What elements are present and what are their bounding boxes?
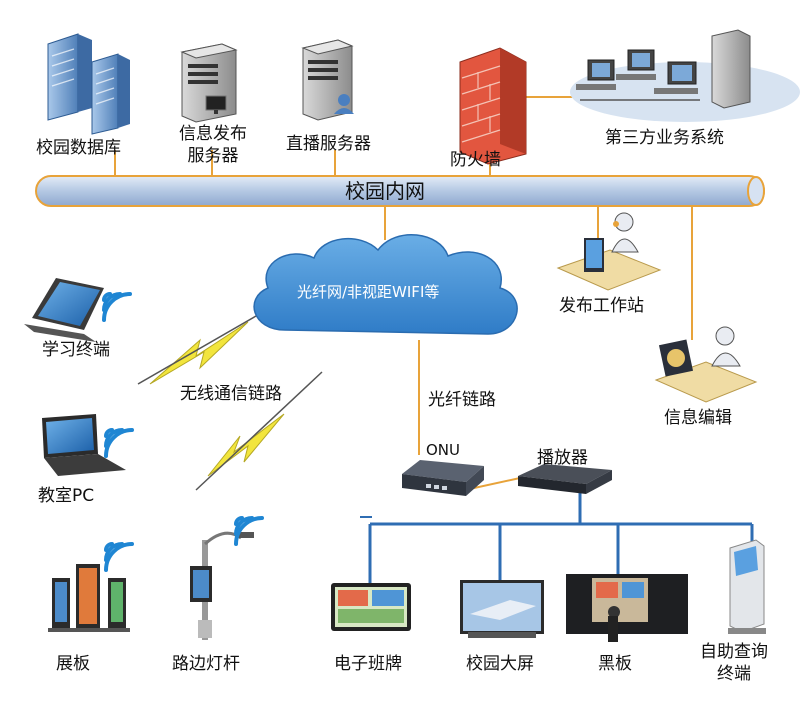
third-party-pc-1 — [576, 59, 616, 90]
label-wireless-link: 无线通信链路 — [180, 384, 282, 404]
label-player: 播放器 — [537, 448, 588, 468]
kiosk-icon — [728, 539, 766, 634]
campus-backbone — [35, 175, 765, 207]
label-campus-screen: 校园大屏 — [466, 654, 534, 674]
street-light-pole-icon — [190, 531, 254, 640]
label-campus-db: 校园数据库 — [36, 138, 121, 158]
label-info-edit: 信息编辑 — [664, 408, 732, 428]
label-live-server: 直播服务器 — [286, 134, 371, 154]
third-party-pc-3 — [654, 61, 698, 94]
label-info-publish-2: 服务器 — [187, 146, 239, 166]
wifi-icon-study — [102, 292, 132, 322]
label-classroom-pc: 教室PC — [38, 486, 95, 506]
info-publish-server-icon — [180, 43, 238, 123]
label-third-party: 第三方业务系统 — [605, 128, 724, 148]
label-publish-ws: 发布工作站 — [559, 296, 644, 316]
label-info-publish-1: 信息发布 — [179, 124, 247, 144]
label-study-terminal: 学习终端 — [42, 340, 110, 360]
orange-links — [114, 96, 693, 491]
lightning-bolt-2 — [207, 413, 285, 477]
info-edit-workstation-icon — [654, 326, 758, 403]
label-cloud: 光纤网/非视距WIFI等 — [297, 283, 440, 301]
third-party-system-icon — [570, 29, 800, 122]
display-board-icon — [48, 564, 130, 632]
e-class-board-icon — [331, 583, 411, 631]
network-cloud-icon — [253, 234, 518, 335]
wifi-icon-pc — [104, 428, 134, 458]
live-server-icon — [301, 39, 354, 121]
label-kiosk-1: 自助查询 — [700, 642, 768, 662]
blackboard-icon — [566, 574, 688, 642]
label-backbone: 校园内网 — [345, 179, 425, 203]
label-e-class-board: 电子班牌 — [334, 654, 402, 674]
wifi-icon-pole — [234, 516, 264, 546]
publish-workstation-icon — [556, 212, 662, 291]
label-fiber-link: 光纤链路 — [428, 390, 496, 410]
player-device-icon — [518, 464, 612, 494]
campus-database-icon — [47, 33, 130, 135]
firewall-icon — [459, 47, 527, 165]
label-street-pole: 路边灯杆 — [172, 654, 240, 674]
lightning-bolt-1 — [149, 321, 249, 385]
label-display-board: 展板 — [56, 654, 90, 674]
campus-big-screen-icon — [460, 580, 544, 638]
onu-device-icon — [402, 460, 484, 496]
wired-bus — [360, 490, 754, 583]
classroom-laptop-icon — [42, 414, 126, 476]
label-blackboard: 黑板 — [598, 654, 632, 674]
wifi-icon-board — [104, 542, 134, 572]
label-onu: ONU — [426, 441, 461, 459]
study-tablet-icon — [24, 278, 104, 342]
label-kiosk-2: 终端 — [717, 664, 751, 684]
label-firewall: 防火墙 — [450, 150, 501, 170]
third-party-pc-2 — [616, 49, 656, 80]
